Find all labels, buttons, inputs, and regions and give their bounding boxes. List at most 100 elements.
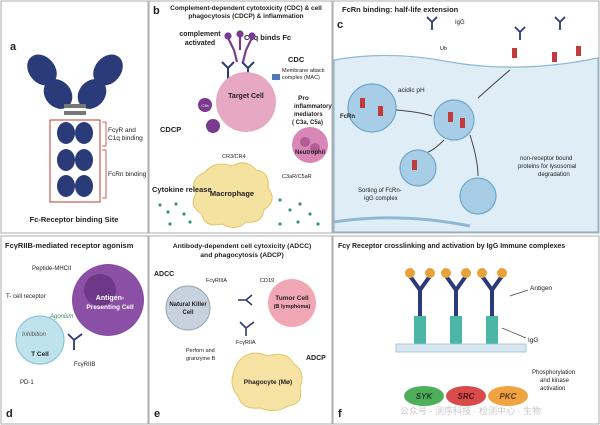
- f-igg-label: IgG: [528, 337, 538, 344]
- cytokine-dots: [158, 198, 320, 226]
- inhibition-label: Inhibition: [22, 332, 47, 338]
- panel-c-title: FcRn binding: half-life extension: [342, 5, 459, 14]
- tcr-label: T- cell receptor: [6, 294, 46, 300]
- panel-a: a FcγR and C1q binding FcRn binding Fc-R…: [10, 41, 147, 224]
- nk-label-2: Cell: [182, 310, 193, 316]
- mac-label-2: complex (MAC): [282, 75, 320, 81]
- panel-a-letter: a: [10, 41, 17, 53]
- t-cell-label: T Cell: [31, 351, 49, 358]
- panel-c-letter: c: [337, 19, 343, 31]
- pd1-label: PD-1: [20, 380, 34, 386]
- endosome-arrows: [395, 69, 511, 177]
- non-receptor-label-3: degradation: [538, 172, 570, 178]
- neutrophil-label: Neutrophil: [295, 150, 325, 156]
- sorting-label-2: IgG complex: [364, 196, 398, 202]
- phagocyte: [231, 352, 303, 412]
- cytokine-release-label: Cytokine release: [152, 185, 212, 194]
- bound-antibodies: [221, 61, 255, 80]
- adcc-label: ADCC: [154, 271, 174, 278]
- adcp-label: ADCP: [306, 355, 326, 362]
- non-receptor-label-2: proteins for lysosomal: [518, 164, 576, 170]
- panel-f-letter: f: [338, 408, 342, 420]
- c3b-marker-1: [198, 98, 212, 112]
- acidic-ph-label: acidic pH: [398, 87, 425, 94]
- panel-a-caption: Fc-Receptor binding Site: [30, 215, 119, 224]
- plasma-membrane: [395, 343, 527, 353]
- neutrophil: [292, 127, 328, 163]
- nk-cell: [165, 285, 211, 331]
- cdcp-label: CDCP: [160, 125, 181, 134]
- mac-pore: [272, 74, 280, 80]
- endosome: [347, 83, 397, 133]
- phos-label-1: Phosphorylation: [532, 370, 575, 376]
- panel-f: Fcγ Receptor crosslinking and activation…: [338, 243, 575, 420]
- panel-e-title-2: and phagocytosis (ADCP): [200, 252, 283, 259]
- macrophage: [192, 162, 273, 228]
- pro-label-4: ( C3a, C5a): [292, 120, 323, 126]
- antigen-label: Antigen: [530, 285, 552, 292]
- phos-label-2: and kinase: [540, 378, 570, 384]
- complement-activated-1: complement: [179, 31, 221, 38]
- cdc-label: CDC: [288, 55, 305, 64]
- syk-kinase: [404, 386, 444, 406]
- src-label: SRC: [458, 392, 475, 401]
- panel-d-letter: d: [6, 408, 13, 420]
- fcr-c1q-label-2: C1q binding: [108, 135, 143, 142]
- tumor-label-2: (B lymphoma): [274, 304, 311, 310]
- panel-d: FcγRIIB-mediated receptor agonism d Anti…: [5, 241, 144, 420]
- phagocyte-label: Phagocyte (Mø): [244, 379, 292, 386]
- c3b-marker-2: [206, 119, 220, 133]
- cd19-label: CD19: [260, 278, 274, 284]
- igg-label: IgG: [455, 20, 465, 26]
- lysosome: [459, 177, 497, 215]
- c1q-binds-fc-label: C1q binds Fc: [244, 33, 291, 42]
- sorting-label-1: Sorting of FcRn-: [358, 188, 402, 194]
- antibody-diagram: [27, 54, 123, 197]
- pro-label-1: Pro: [298, 95, 309, 102]
- recycling-vesicle: [399, 149, 437, 187]
- cell-membrane: [333, 54, 599, 233]
- phos-label-3: activation: [540, 386, 565, 392]
- cr3-cr4-label: CR3/CR4: [222, 154, 246, 160]
- fcrn-label: FcRn: [340, 114, 355, 120]
- crosslinked-immune-complex: [405, 268, 507, 344]
- peptide-mhcii-label: Peptide-MHCII: [32, 266, 72, 272]
- panel-b-letter: b: [153, 5, 160, 17]
- panel-e: Antibody-dependent cell cytoxicity (ADCC…: [154, 243, 326, 420]
- nk-label-1: Natural Killer: [169, 302, 207, 308]
- non-receptor-label-1: non-receptor bound: [520, 156, 572, 162]
- panel-b-title-1: Complement-dependent cytotoxicity (CDC) …: [170, 5, 322, 12]
- ub-label: Ub: [440, 46, 447, 52]
- agonism-label: Agonism: [49, 314, 73, 320]
- tumor-cell: [268, 279, 316, 327]
- t-cell: [15, 315, 65, 365]
- watermark: 公众号 · 测序科技 · 检测中心 · 生物: [400, 405, 541, 416]
- panel-e-title-1: Antibody-dependent cell cytoxicity (ADCC…: [173, 243, 312, 250]
- complement-activated-2: activated: [185, 40, 215, 47]
- apc-label-1: Antigen-: [96, 295, 125, 302]
- adcc-antibodies: [238, 294, 255, 336]
- fcriib-label: FcγRIIB: [74, 362, 95, 368]
- fc-region-box: [49, 119, 101, 203]
- sorting-endosome: [433, 99, 475, 141]
- tumor-label-1: Tumor Cell: [275, 295, 309, 302]
- panel-e-letter: e: [154, 408, 160, 420]
- free-igg: [426, 16, 566, 40]
- target-cell-label: Target Cell: [228, 93, 264, 100]
- panel-a-frame: [0, 0, 149, 234]
- c3ar-label: C3aR/C5aR: [282, 174, 312, 180]
- c1q-complex: [224, 30, 256, 63]
- perforin-label-2: granzyme B: [186, 356, 216, 362]
- fcrn-binding-label: FcRn binding: [108, 171, 147, 178]
- perforin-label-1: Perforn and: [186, 348, 215, 354]
- macrophage-label: Macrophage: [210, 189, 254, 198]
- nucleus-edge: [333, 216, 471, 228]
- fcrn-receptors: [360, 46, 581, 170]
- pkc-kinase: [488, 386, 528, 406]
- target-cell: [216, 72, 276, 132]
- pd1-antibody: [67, 333, 83, 350]
- c3b-label: C3b: [201, 103, 209, 108]
- fcriiia-label: FcγRIIIA: [206, 278, 227, 284]
- panel-c: c FcRn binding: half-life extension IgG …: [333, 5, 599, 233]
